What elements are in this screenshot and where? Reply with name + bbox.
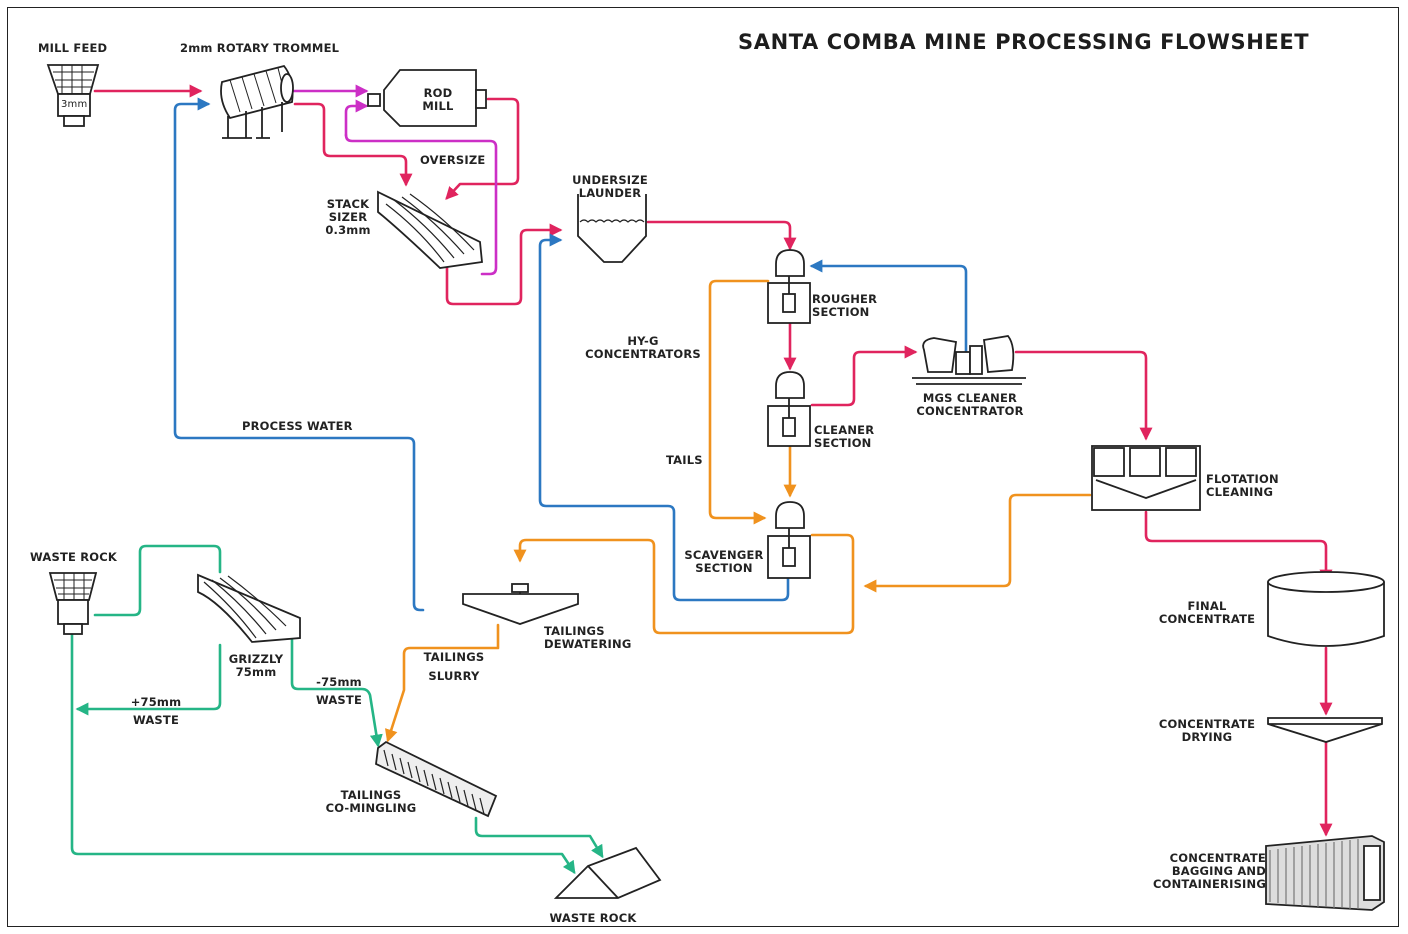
flow-water-to-launder [538,233,790,602]
label-tailings-slurry: TAILINGS SLURRY [423,650,485,683]
flow-hyg-tails [708,279,770,525]
label-hyg-concentrators: HY-G CONCENTRATORS [585,334,701,361]
label-process-water: PROCESS WATER [242,419,353,433]
label-tailings-dewatering: TAILINGS DEWATERING [544,624,632,651]
flow-sizer-to-launder [445,223,563,306]
label-scavenger-section: SCAVENGER SECTION [684,548,764,575]
label-flotation-cleaning: FLOTATION CLEANING [1206,472,1279,499]
label-final-concentrate: FINAL CONCENTRATE [1158,599,1256,626]
rod-mill-icon [367,69,487,127]
label-rod-mill: ROD MILL [422,86,454,113]
waste-rock-hopper-icon [48,572,98,635]
waste-rock-pile-icon [553,846,662,899]
concentrate-drying-icon [1267,717,1383,743]
diagram-title: SANTA COMBA MINE PROCESSING FLOWSHEET [738,30,1310,54]
flow-cleaner-to-mgs [810,345,918,407]
flow-plus75-waste [75,643,222,716]
label-grizzly: GRIZZLY 75mm [228,652,284,679]
label-concentrate-bagging: CONCENTRATE BAGGING AND CONTAINERISING [1152,851,1266,891]
mill-feed-hopper-icon [46,64,100,127]
flow-trommel-to-sizer [293,102,413,187]
label-oversize: OVERSIZE [420,153,486,167]
label-rougher-section: ROUGHER SECTION [812,292,878,319]
label-minus75-waste: -75mm WASTE [315,675,363,707]
label-rotary-trommel: 2mm ROTARY TROMMEL [180,41,340,55]
flow-tailings-slurry [384,623,500,743]
mgs-cleaner-icon [912,335,1026,385]
flow-comingling-to-wasterock [474,816,604,859]
label-tailings-comingling: TAILINGS CO-MINGLING [325,788,417,815]
shipping-container-icon [1265,835,1385,911]
rougher-concentrator-icon [767,249,811,324]
label-undersize-launder: UNDERSIZE LAUNDER [572,173,648,200]
label-tails: TAILS [666,453,703,467]
flow-wasterock-to-grizzly [93,544,222,617]
flow-mgs-water-return [809,259,968,362]
flow-mgs-to-flotation [1014,350,1153,441]
flow-flotation-tails [863,493,1092,593]
grizzly-screen-icon [197,573,301,643]
label-stack-sizer: STACK SIZER 0.3mm [325,197,371,237]
flow-feed-to-wasterock [70,630,576,875]
label-concentrate-drying: CONCENTRATE DRYING [1158,717,1256,744]
rotary-trommel-icon [220,64,294,139]
stack-sizer-icon [377,190,483,269]
final-concentrate-tank-icon [1267,571,1385,647]
label-mill-feed-size: 3mm [61,99,88,110]
label-plus75-waste: +75mm WASTE [130,695,182,727]
comingling-conveyor-icon [375,740,498,818]
label-cleaner-section: CLEANER SECTION [814,423,875,450]
scavenger-concentrator-icon [767,501,811,579]
flow-rodmill-to-sizer [445,97,520,200]
flow-process-water [173,97,425,612]
cleaner-concentrator-icon [767,371,811,447]
flow-minus75-waste [290,638,383,748]
undersize-launder-icon [577,194,647,263]
label-waste-rock-pile: WASTE ROCK [549,911,637,925]
flow-oversize-loop [344,99,369,137]
label-mill-feed: MILL FEED [38,41,108,55]
flow-launder-to-rougher [646,220,797,251]
label-waste-rock-feed: WASTE ROCK [30,550,118,564]
flow-flotation-to-final [1144,510,1333,583]
flotation-cell-icon [1091,445,1201,511]
label-mgs-cleaner: MGS CLEANER CONCENTRATOR [916,391,1024,418]
tailings-dewatering-icon [462,583,579,625]
flow-scavenger-to-dewatering [513,533,855,635]
